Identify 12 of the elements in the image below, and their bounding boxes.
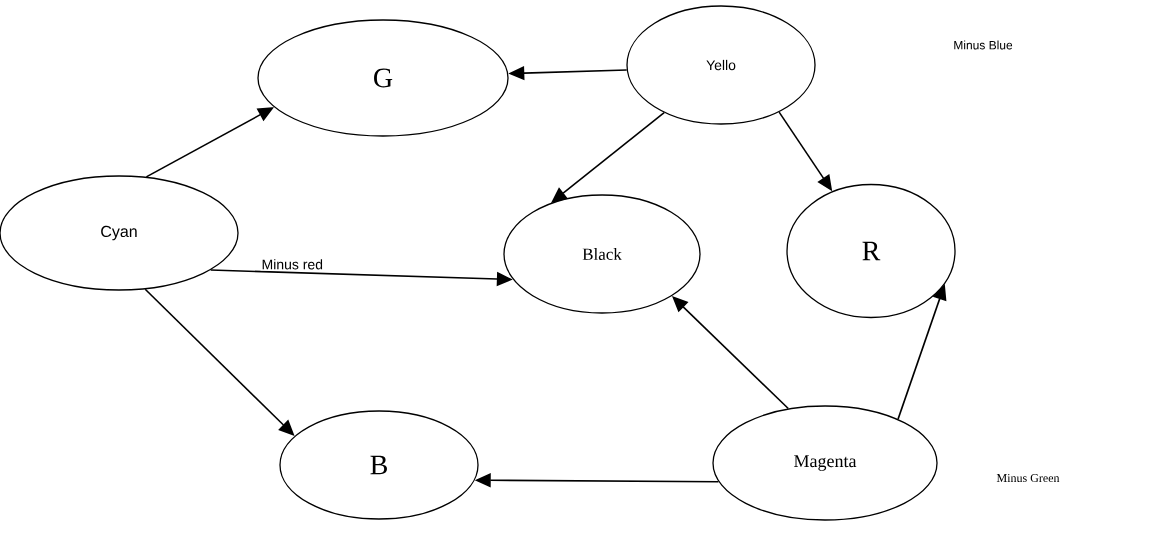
- arrow: [672, 296, 790, 410]
- ellipse-node: B: [279, 410, 479, 520]
- arrow: [145, 107, 274, 178]
- edge-label: Minus red: [262, 259, 323, 270]
- ellipse-node: Black: [503, 194, 701, 314]
- ellipse-node: G: [257, 19, 509, 137]
- ellipse-node: R: [786, 183, 956, 319]
- side-label: Minus Blue: [954, 40, 1013, 50]
- arrow: [551, 111, 665, 203]
- side-label: Minus Green: [996, 473, 1060, 483]
- ellipse-node: Magenta: [712, 405, 938, 521]
- ellipse-node: Yello: [626, 5, 816, 125]
